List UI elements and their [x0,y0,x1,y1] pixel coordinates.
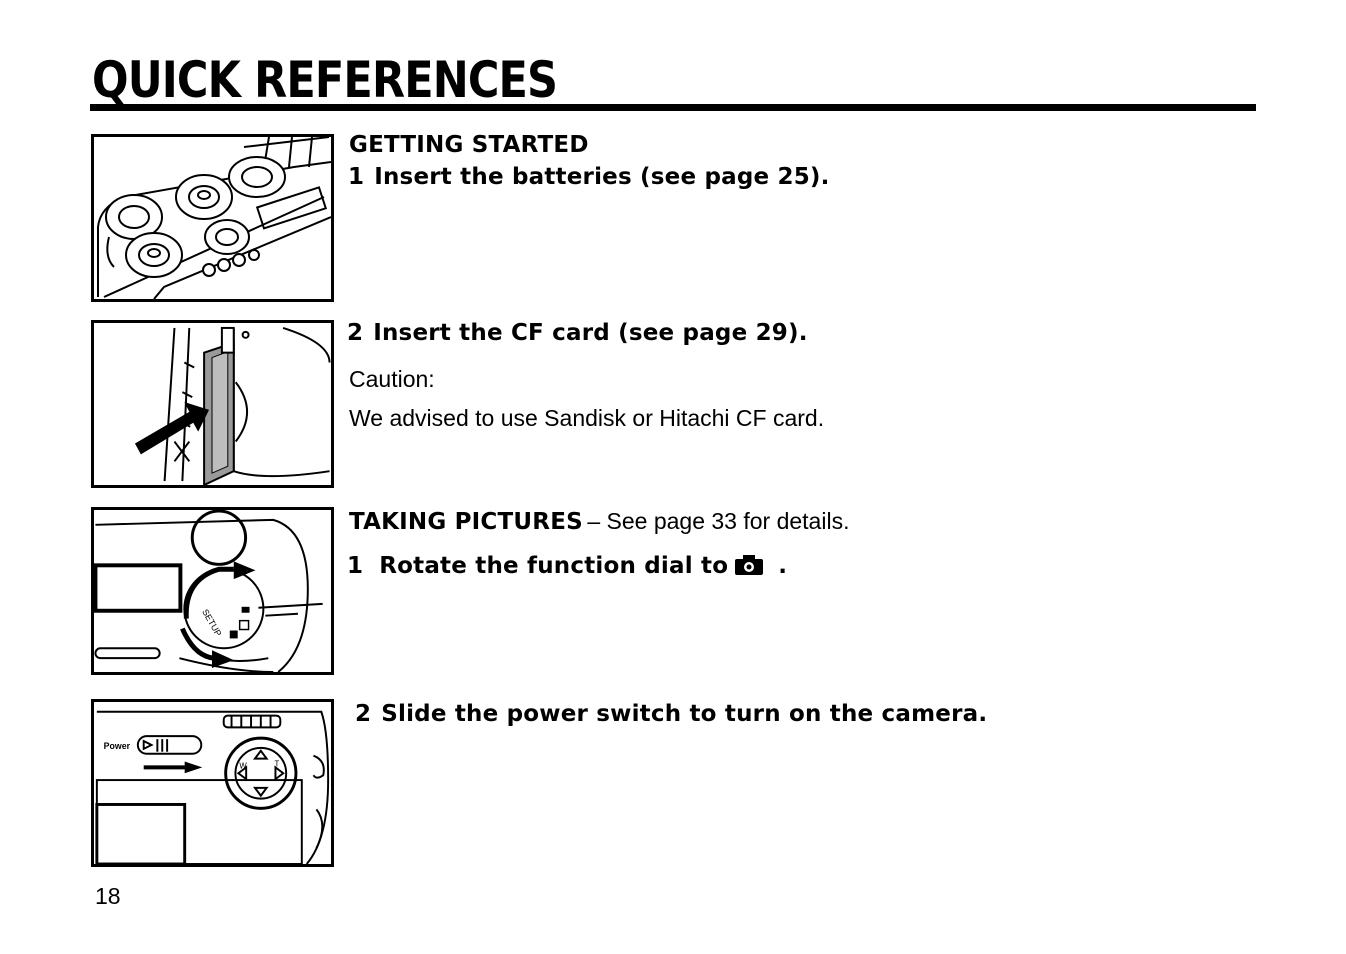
power-label: Power [104,741,131,751]
function-dial-figure: SETUP [91,507,334,675]
step-text: Insert the batteries (see page 25). [374,164,830,190]
battery-illustration [97,137,331,299]
dial-movie-mark-icon [229,630,238,639]
zoom-tele-label: T [274,759,279,768]
cf-card-illustration [134,326,331,485]
power-switch-illustration: Power W T [95,710,330,864]
taking-pictures-heading: TAKING PICTURES [349,509,583,535]
function-dial-step: 1 Rotate the function dial to. [347,553,787,582]
power-switch-figure: Power W T [91,699,334,867]
step-number: 2 [347,320,364,346]
step-number: 1 [348,164,365,190]
caution-text: We advised to use Sandisk or Hitachi CF … [349,405,825,431]
zoom-wide-label: W [239,761,247,770]
caution-label: Caution: [349,366,435,392]
cf-card-insertion-figure [91,320,334,488]
getting-started-heading: GETTING STARTED [349,132,589,158]
step-number: 2 [355,701,372,727]
step-end: . [778,553,788,579]
step-text: Rotate the function dial to [379,553,729,579]
taking-pictures-reference: – See page 33 for details. [587,508,850,534]
step-text: Slide the power switch to turn on the ca… [381,701,988,727]
battery-insertion-figure [91,134,334,302]
taking-pictures-heading-line: TAKING PICTURES – See page 33 for detail… [349,508,849,535]
camera-icon [734,554,764,582]
title-rule [90,104,1256,111]
dial-setup-label: SETUP [200,607,223,638]
power-switch-step: 2 Slide the power switch to turn on the c… [355,701,987,727]
page-number: 18 [95,883,121,909]
step-text: Insert the CF card (see page 29). [373,320,808,346]
function-dial-illustration: SETUP [94,510,323,672]
step-number: 1 [347,553,364,579]
dial-play-mark-icon [238,619,250,631]
dial-camera-mark-icon [241,606,250,613]
cf-card-step: 2 Insert the CF card (see page 29). [347,320,808,346]
battery-step: 1 Insert the batteries (see page 25). [348,164,830,190]
page-title: QUICK REFERENCES [92,51,558,109]
